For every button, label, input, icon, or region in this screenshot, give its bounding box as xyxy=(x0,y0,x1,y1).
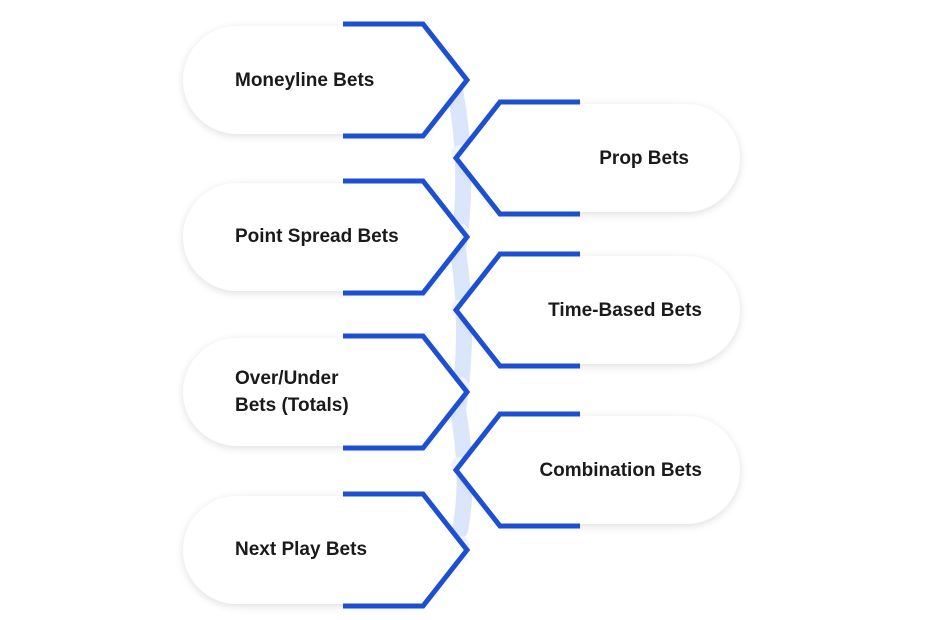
item-card-chevron xyxy=(343,333,471,451)
item-card-chevron xyxy=(452,411,580,529)
item-label-combination: Combination Bets xyxy=(539,460,702,481)
item-card-3 xyxy=(452,251,740,369)
item-card-5 xyxy=(452,411,740,529)
item-card-chevron xyxy=(452,251,580,369)
item-card-chevron xyxy=(343,178,471,296)
item-label-next-play: Next Play Bets xyxy=(235,539,368,560)
item-card-chevron xyxy=(343,491,471,609)
item-label-over-under: Over/Under Bets (Totals) xyxy=(235,368,349,416)
cards-group xyxy=(183,21,740,609)
item-card-body xyxy=(458,256,740,364)
item-card-1 xyxy=(452,99,740,217)
item-card-body xyxy=(183,496,465,604)
item-card-body xyxy=(183,26,465,134)
item-card-4 xyxy=(183,333,471,451)
item-card-body xyxy=(183,338,465,446)
item-label-moneyline: Moneyline Bets xyxy=(235,70,375,91)
item-card-body xyxy=(458,104,740,212)
item-card-6 xyxy=(183,491,471,609)
item-label-point-spread: Point Spread Bets xyxy=(235,226,399,247)
item-card-body xyxy=(183,183,465,291)
item-label-time-based: Time-Based Bets xyxy=(548,300,702,321)
item-card-chevron xyxy=(343,21,471,139)
item-card-0 xyxy=(183,21,471,139)
item-card-chevron xyxy=(452,99,580,217)
item-card-2 xyxy=(183,178,471,296)
item-label-prop: Prop Bets xyxy=(599,148,689,169)
item-card-body xyxy=(458,416,740,524)
